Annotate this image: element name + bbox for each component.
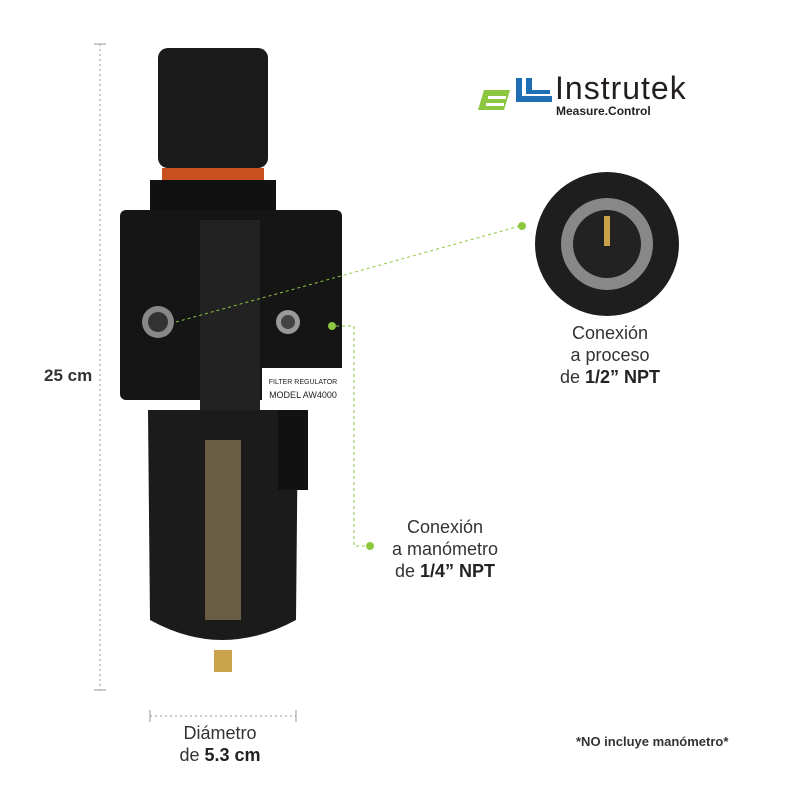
brand-tagline: Measure.Control <box>556 104 651 118</box>
diameter-value: 5.3 cm <box>204 745 261 765</box>
process-connection-callout: Conexión a proceso de 1/2” NPT <box>540 322 680 388</box>
gauge-prefix: de <box>394 561 420 581</box>
process-prefix: de <box>559 367 585 387</box>
diameter-prefix: de <box>179 745 205 765</box>
gauge-line1: Conexión <box>406 517 484 537</box>
gauge-connection-callout: Conexión a manómetro de 1/4” NPT <box>380 516 510 582</box>
gauge-value: 1/4” NPT <box>420 561 496 581</box>
diameter-label: Diámetro de 5.3 cm <box>160 722 280 766</box>
label-model: MODEL AW4000 <box>269 390 337 400</box>
process-line1: Conexión <box>571 323 649 343</box>
gauge-not-included-note: *NO incluye manómetro* <box>576 734 729 749</box>
gauge-line2: a manómetro <box>391 539 499 559</box>
instrutek-logo-icon <box>478 78 552 110</box>
label-title: FILTER REGULATOR <box>269 379 337 386</box>
height-dimension: 25 cm <box>44 366 93 385</box>
diameter-line1: Diámetro <box>183 723 257 743</box>
brand-name: Instrutek <box>555 70 687 106</box>
process-line2: a proceso <box>570 345 650 365</box>
process-value: 1/2” NPT <box>585 367 661 387</box>
